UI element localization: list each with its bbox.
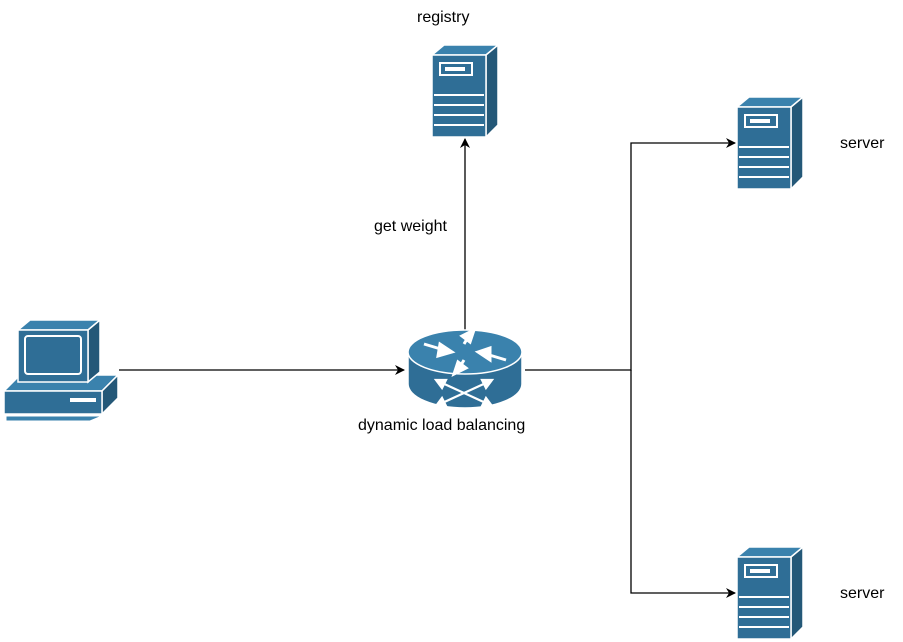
server-tower-icon [737, 97, 803, 189]
load-balancer-label: dynamic load balancing [358, 417, 526, 434]
balancer-to-server-bottom-edge [630, 370, 736, 598]
server-tower-icon [737, 547, 803, 639]
balancer-to-server-top-edge [525, 138, 736, 371]
server-bottom-label: server [840, 585, 885, 602]
connectors [119, 138, 736, 598]
server-top-label: server [840, 135, 885, 152]
server-tower-icon [432, 45, 498, 137]
desktop-computer-icon [2, 318, 120, 422]
server-top-node[interactable] [737, 97, 803, 189]
registry-node[interactable] [432, 45, 498, 137]
registry-label: registry [417, 9, 470, 26]
client-node[interactable] [2, 318, 120, 422]
server-bottom-node[interactable] [737, 547, 803, 639]
get-weight-edge-label: get weight [374, 218, 447, 235]
load-balancer-node[interactable] [407, 327, 523, 409]
router-icon [407, 327, 523, 409]
